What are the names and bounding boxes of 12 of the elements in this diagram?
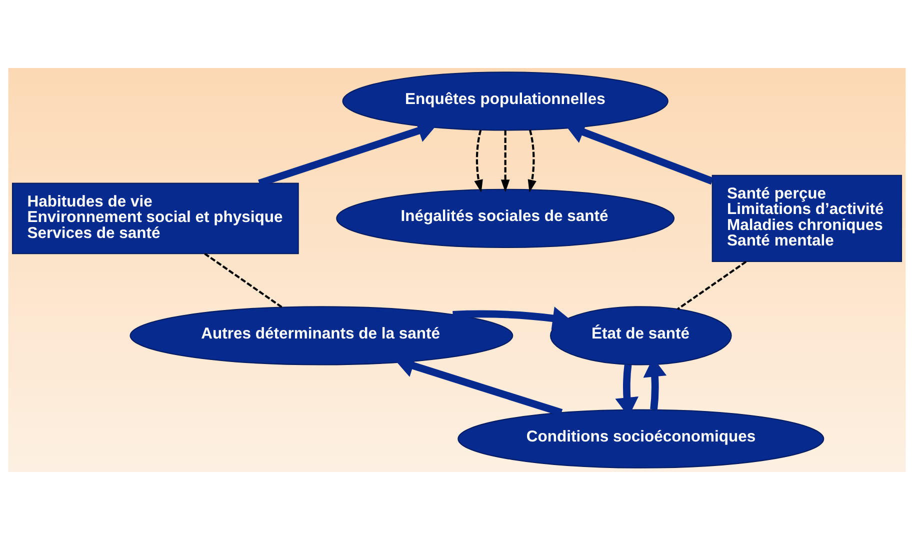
connector	[204, 252, 283, 308]
node-box: Habitudes de vie Environnement social et physique Services de santé	[12, 182, 299, 254]
arrow	[528, 130, 536, 192]
arrow	[452, 306, 572, 330]
arrow	[474, 130, 483, 192]
connector	[677, 260, 747, 310]
node-ellipse: Conditions socioéconomiques	[458, 409, 824, 468]
node-ellipse: Inégalités sociales de santé	[336, 188, 675, 248]
node-ellipse: Enquêtes populationnelles	[342, 72, 668, 131]
arrow	[500, 130, 510, 192]
node-ellipse: Autres déterminants de la santé	[130, 306, 514, 366]
node-box: Santé perçue Limitations d’activité Maladies chroniques Santé mentale	[712, 174, 902, 262]
